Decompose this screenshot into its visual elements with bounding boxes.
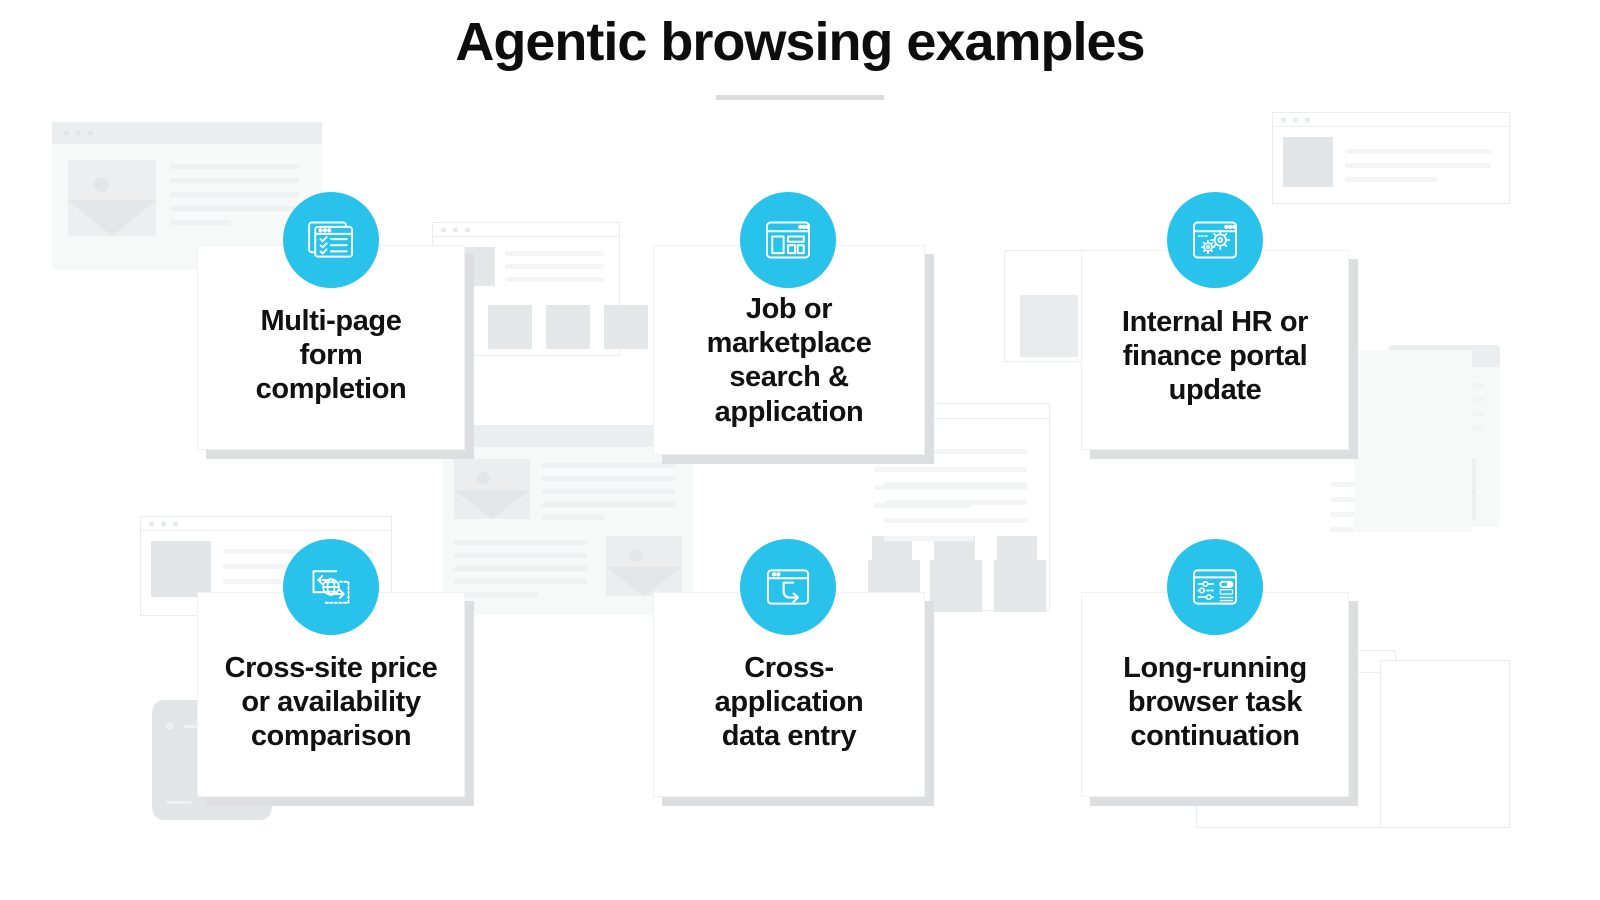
device-dot-icon <box>166 722 174 730</box>
image-placeholder-icon <box>68 160 156 236</box>
page-title: Agentic browsing examples <box>455 12 1145 72</box>
card-label: Multi-page form completion <box>255 305 407 406</box>
mockup-text-lines <box>170 160 306 236</box>
mockup-title-bar <box>433 223 619 237</box>
browser-mockup-top-right <box>1272 112 1510 204</box>
mockup-body <box>442 447 694 532</box>
mockup-body <box>52 144 322 252</box>
image-placeholder-icon <box>454 459 530 519</box>
mockup-body <box>860 419 1049 508</box>
browser-loop-arrow-icon <box>740 539 836 635</box>
window-dots-icon <box>64 130 93 136</box>
mockup-title-bar <box>52 122 322 144</box>
mockup-text-lines <box>884 478 1034 541</box>
decor-block <box>1354 350 1472 532</box>
window-dots-icon <box>149 521 178 526</box>
thumbnail-block <box>546 305 590 349</box>
image-placeholder-icon <box>606 536 682 596</box>
device-footer-line <box>166 801 192 804</box>
decor-block <box>930 560 982 612</box>
card-label: Cross- application data entry <box>714 652 864 753</box>
browser-mockup-far-bottom-right <box>1380 660 1510 828</box>
mockup-body <box>1273 127 1509 197</box>
window-dots-icon <box>441 227 470 232</box>
card-label: Job or marketplace search & application <box>706 293 872 428</box>
browser-sliders-icon <box>1167 539 1263 635</box>
mockup-text-lines <box>874 445 1035 508</box>
mockup-text-lines <box>542 459 682 520</box>
thumbnail-block <box>488 305 532 349</box>
mockup-body-lower <box>442 532 694 609</box>
mockup-text-lines <box>1345 137 1499 187</box>
cross-site-globe-transfer-icon <box>283 539 379 635</box>
card-label: Internal HR or finance portal update <box>1121 306 1309 407</box>
window-dots-icon <box>1281 117 1310 122</box>
mockup-text-lines <box>454 536 594 597</box>
browser-checklist-icon <box>283 192 379 288</box>
card-label: Cross-site price or availability compari… <box>224 652 438 753</box>
card-label: Long-running browser task continuation <box>1123 652 1307 753</box>
decor-block <box>994 560 1046 612</box>
browser-gears-icon <box>1167 192 1263 288</box>
browser-mockup-top-left <box>52 122 322 270</box>
browser-layout-icon <box>740 192 836 288</box>
mockup-title-bar <box>141 517 391 531</box>
decor-block <box>1020 295 1078 357</box>
mockup-title-bar <box>442 425 694 447</box>
image-placeholder-icon <box>151 541 211 597</box>
header: Agentic browsing examples <box>0 14 1600 100</box>
browser-mockup-center <box>442 425 694 615</box>
thumbnail-block <box>604 305 648 349</box>
mockup-title-bar <box>1273 113 1509 127</box>
image-placeholder-icon <box>1283 137 1333 187</box>
mockup-thumbnail-row <box>488 305 648 349</box>
title-divider <box>716 94 884 100</box>
